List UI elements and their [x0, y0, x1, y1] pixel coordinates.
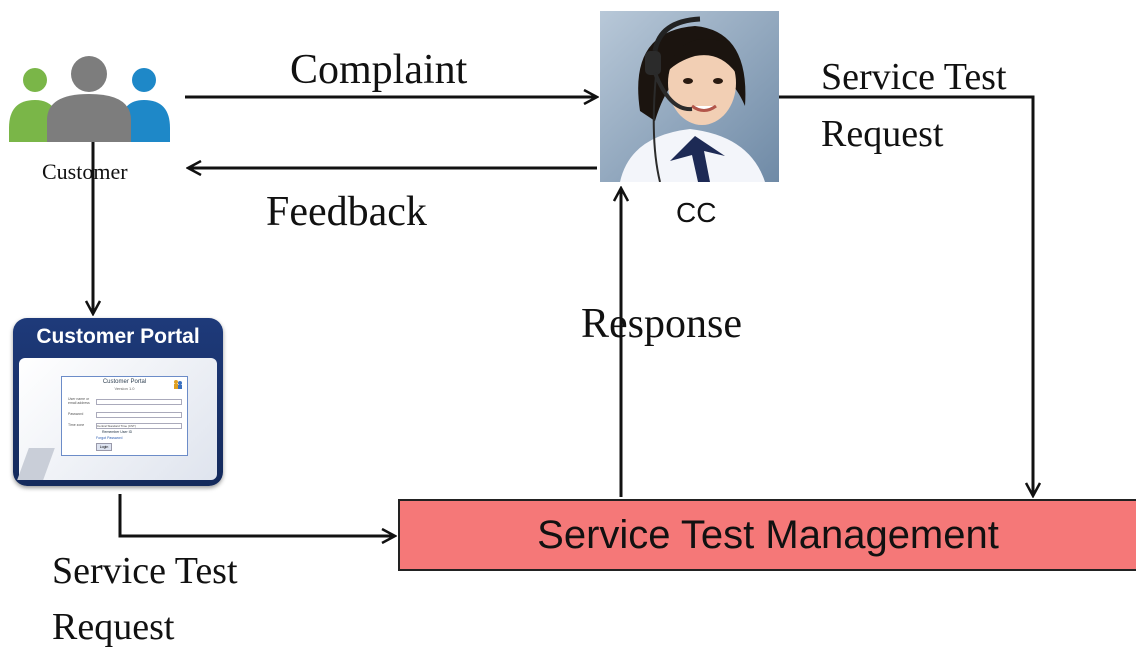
customer-label: Customer: [42, 159, 128, 184]
portal-form-version: Version 1.0: [114, 386, 135, 391]
response-label: Response: [581, 301, 742, 347]
cc-request-label-line2: Request: [821, 113, 944, 155]
portal-decoration: [17, 448, 55, 480]
service-test-management-box: Service Test Management: [398, 499, 1136, 571]
portal-request-label-line1: Service Test: [52, 550, 238, 592]
complaint-label: Complaint: [290, 47, 468, 93]
portal-to-stm-arrow: [118, 494, 395, 536]
call-center-agent-image: [600, 11, 779, 182]
portal-title: Customer Portal: [36, 325, 200, 348]
cc-label: CC: [676, 197, 717, 228]
user-gray-icon: [47, 56, 131, 142]
user-green-icon: [9, 68, 55, 142]
portal-user-field: [96, 399, 182, 405]
portal-password-label: Password: [68, 412, 84, 416]
portal-password-field: [96, 412, 182, 418]
portal-request-label-line2: Request: [52, 606, 175, 648]
cc-to-stm-arrow: [778, 95, 1033, 496]
customer-portal-image: Customer Portal Customer Portal Version …: [13, 318, 223, 486]
portal-login-form: Customer Portal Version 1.0 User name or…: [61, 376, 188, 456]
portal-timezone-select: Central Standard Time (CST): [96, 423, 182, 429]
portal-forgot-link: Forgot Password: [96, 436, 123, 440]
service-test-management-label: Service Test Management: [537, 512, 999, 557]
portal-timezone-label: Time zone: [68, 423, 85, 427]
portal-screen: Customer Portal Version 1.0 User name or…: [17, 358, 217, 480]
portal-remember-label: Remember User ID: [102, 430, 133, 434]
call-center-agent-icon: [600, 11, 779, 182]
portal-user-label: User name or email address: [68, 397, 90, 405]
portal-login-button: Login: [96, 443, 112, 451]
users-group-icon: [9, 56, 170, 142]
user-blue-icon: [124, 68, 170, 142]
cc-request-label-line1: Service Test: [821, 56, 1007, 98]
portal-form-title: Customer Portal: [102, 379, 147, 385]
portal-users-icon: [174, 380, 182, 389]
feedback-label: Feedback: [266, 189, 427, 235]
